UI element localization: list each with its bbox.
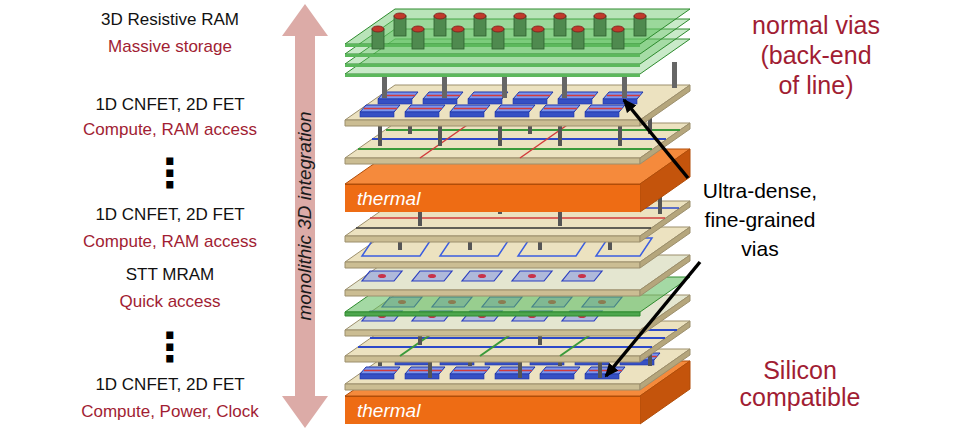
ellipsis: ⋮ — [40, 327, 300, 367]
dense-via — [498, 126, 502, 146]
normal-via — [502, 74, 507, 98]
wire — [358, 148, 652, 150]
rram-pillar — [492, 26, 504, 49]
rram-pillar — [394, 13, 406, 36]
wire — [370, 337, 665, 339]
mram-cell — [462, 271, 502, 281]
layer-top — [345, 123, 690, 158]
normal-via — [382, 74, 387, 98]
transistor-block — [540, 105, 580, 117]
layer-role: Compute, Power, Clock — [40, 401, 300, 423]
wiring-layer — [345, 116, 690, 164]
layer-front — [345, 356, 640, 362]
layer-front — [345, 262, 640, 268]
wire — [356, 227, 651, 229]
normal-via — [672, 62, 677, 88]
leader-arrow — [624, 100, 688, 178]
transistor-block — [405, 367, 445, 379]
thermal-slab: thermal — [345, 184, 640, 212]
wire — [358, 346, 652, 348]
arrow-label: monolithic 3D integration — [294, 111, 316, 320]
thermal-label: thermal — [357, 400, 420, 422]
rram-pillar — [434, 13, 446, 36]
rram-pillar — [554, 13, 566, 36]
layer-front — [345, 120, 640, 126]
transistor-block — [405, 105, 445, 117]
transistor-block — [513, 92, 553, 104]
transistor-block — [495, 105, 535, 117]
transistor-block — [450, 105, 490, 117]
layer-name: 1D CNFET, 2D FET — [40, 94, 300, 116]
thermal-slab-body — [345, 149, 690, 212]
layer-front — [345, 236, 640, 242]
rram-sheet-edge — [345, 64, 640, 67]
layer-front — [345, 330, 640, 336]
rram-sheet-edge — [345, 74, 640, 77]
dense-via — [618, 126, 622, 146]
dense-via — [438, 126, 442, 146]
layer-side — [640, 85, 690, 126]
wire — [420, 123, 470, 158]
rram-sheet — [345, 39, 690, 74]
ellipsis: ⋮ — [40, 153, 300, 193]
mram-cell — [512, 271, 552, 281]
transistor-block — [360, 105, 400, 117]
layer-role: Compute, RAM access — [40, 119, 300, 141]
double-arrow — [282, 4, 328, 428]
layer-role: Quick access — [40, 291, 300, 313]
layer-role: Massive storage — [40, 36, 300, 58]
rram-pillar — [572, 26, 584, 49]
leader-arrow — [606, 262, 700, 376]
rram-pillar — [594, 13, 606, 36]
wire — [520, 123, 570, 158]
callout-text: Silicon compatible — [725, 357, 875, 411]
layer-name: 3D Resistive RAM — [40, 9, 300, 31]
layer-front — [345, 384, 640, 390]
rram-pillar — [372, 26, 384, 49]
layer-name: 1D CNFET, 2D FET — [40, 374, 300, 396]
mram-cell — [562, 271, 602, 281]
integration-arrow: monolithic 3D integration — [282, 4, 328, 428]
dense-via — [558, 126, 562, 146]
rram-pillar — [634, 13, 646, 36]
normal-via — [622, 74, 627, 98]
rram-pillar — [612, 26, 624, 49]
layer-name: 1D CNFET, 2D FET — [40, 204, 300, 226]
rram-pillar — [532, 26, 544, 49]
rram-pillar — [452, 26, 464, 49]
rram-pillar — [474, 13, 486, 36]
layer-name: STT MRAM — [40, 264, 300, 286]
normal-via — [562, 74, 567, 98]
mram-cell — [412, 271, 452, 281]
transistor-block — [495, 367, 535, 379]
thermal-label: thermal — [357, 188, 420, 210]
normal-via — [442, 74, 447, 98]
wire — [370, 217, 665, 219]
rram-sheet — [345, 9, 690, 44]
transistor-block — [450, 367, 490, 379]
layer-front — [345, 158, 640, 164]
transistor-block — [540, 367, 580, 379]
thermal-slab: thermal — [345, 396, 640, 424]
mram-cell — [362, 271, 402, 281]
sheet-front — [345, 312, 640, 316]
rram-pillar — [412, 26, 424, 49]
rram-sheet-edge — [345, 54, 640, 57]
rram-pillar — [514, 13, 526, 36]
transistor-block — [585, 367, 625, 379]
layer-role: Compute, RAM access — [40, 231, 300, 253]
layer-front — [345, 290, 640, 296]
callout-text: normal vias (back-end of line) — [748, 10, 884, 100]
callout-text: Ultra-dense, fine-grained vias — [695, 176, 825, 263]
wire — [386, 129, 680, 131]
dense-via — [378, 126, 382, 146]
transistor-block — [585, 105, 625, 117]
rram-stack — [345, 9, 690, 77]
transistor-block — [360, 367, 400, 379]
